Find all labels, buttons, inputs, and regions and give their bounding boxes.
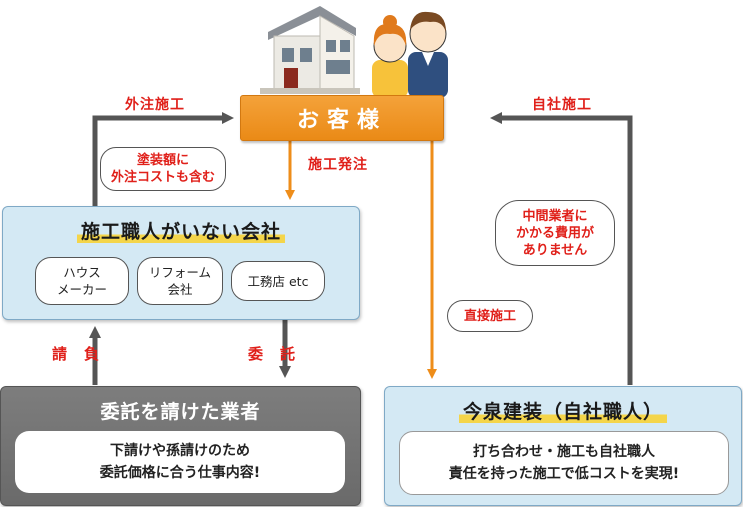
painting-cost-line-2: 外注コストも含む bbox=[110, 170, 215, 185]
no-middleman-line-2: かかる費用が bbox=[515, 225, 594, 241]
in-house-label: 自社施工 bbox=[532, 97, 592, 113]
in-house-line bbox=[490, 112, 633, 385]
reform-line-2: 会社 bbox=[167, 282, 193, 297]
customer-box: お客様 bbox=[240, 95, 444, 141]
no-middleman-line-3: ありません bbox=[522, 242, 588, 258]
company-type-builder: 工務店 etc bbox=[231, 261, 325, 301]
subcontractor-desc-box: 下請けや孫請けのため 委託価格に合う仕事内容! bbox=[15, 431, 345, 493]
imaizumi-desc-line-1: 打ち合わせ・施工も自社職人 bbox=[473, 444, 655, 460]
subcontractor-desc-line-2: 委託価格に合う仕事内容! bbox=[99, 465, 261, 481]
imaizumi-box: 今泉建装（自社職人） 打ち合わせ・施工も自社職人 責任を持った施工で低コストを実… bbox=[384, 386, 742, 506]
subcontract-label: 請 負 bbox=[52, 345, 101, 363]
company-type-house-maker: ハウス メーカー bbox=[35, 257, 129, 305]
subcontractor-box: 委託を請けた業者 下請けや孫請けのため 委託価格に合う仕事内容! bbox=[0, 386, 361, 506]
entrust-label: 委 託 bbox=[248, 345, 297, 363]
house-maker-line-1: ハウス bbox=[63, 265, 101, 280]
company-no-craftsmen-box: 施工職人がいない会社 ハウス メーカー リフォーム 会社 工務店 etc bbox=[2, 206, 360, 320]
imaizumi-title-wrap: 今泉建装（自社職人） bbox=[385, 397, 741, 424]
house-illustration bbox=[260, 6, 360, 94]
imaizumi-desc-box: 打ち合わせ・施工も自社職人 責任を持った施工で低コストを実現! bbox=[399, 431, 729, 495]
order-label: 施工発注 bbox=[308, 157, 368, 173]
direct-label: 直接施工 bbox=[463, 308, 516, 324]
painting-cost-bubble: 塗装額に 外注コストも含む bbox=[100, 147, 226, 191]
outsourced-label: 外注施工 bbox=[125, 97, 185, 113]
subcontractor-title: 委託を請けた業者 bbox=[100, 401, 261, 423]
company-type-reform: リフォーム 会社 bbox=[137, 257, 223, 305]
reform-line-1: リフォーム bbox=[148, 265, 212, 280]
subcontractor-desc-line-1: 下請けや孫請けのため bbox=[110, 443, 250, 459]
company-no-craftsmen-title: 施工職人がいない会社 bbox=[76, 221, 285, 243]
outsourced-line bbox=[92, 112, 234, 206]
no-middleman-bubble: 中間業者に かかる費用が ありません bbox=[495, 200, 615, 266]
imaizumi-title: 今泉建装（自社職人） bbox=[458, 401, 667, 423]
house-maker-line-2: メーカー bbox=[56, 282, 107, 297]
no-middleman-line-1: 中間業者に bbox=[522, 208, 588, 224]
builder-line-1: 工務店 etc bbox=[247, 273, 309, 289]
imaizumi-desc-line-2: 責任を持った施工で低コストを実現! bbox=[448, 466, 680, 482]
company-no-craftsmen-title-wrap: 施工職人がいない会社 bbox=[3, 217, 359, 244]
painting-cost-line-1: 塗装額に bbox=[136, 153, 189, 168]
direct-bubble: 直接施工 bbox=[447, 300, 533, 332]
customer-label: お客様 bbox=[296, 108, 387, 133]
couple-illustration bbox=[372, 11, 448, 98]
